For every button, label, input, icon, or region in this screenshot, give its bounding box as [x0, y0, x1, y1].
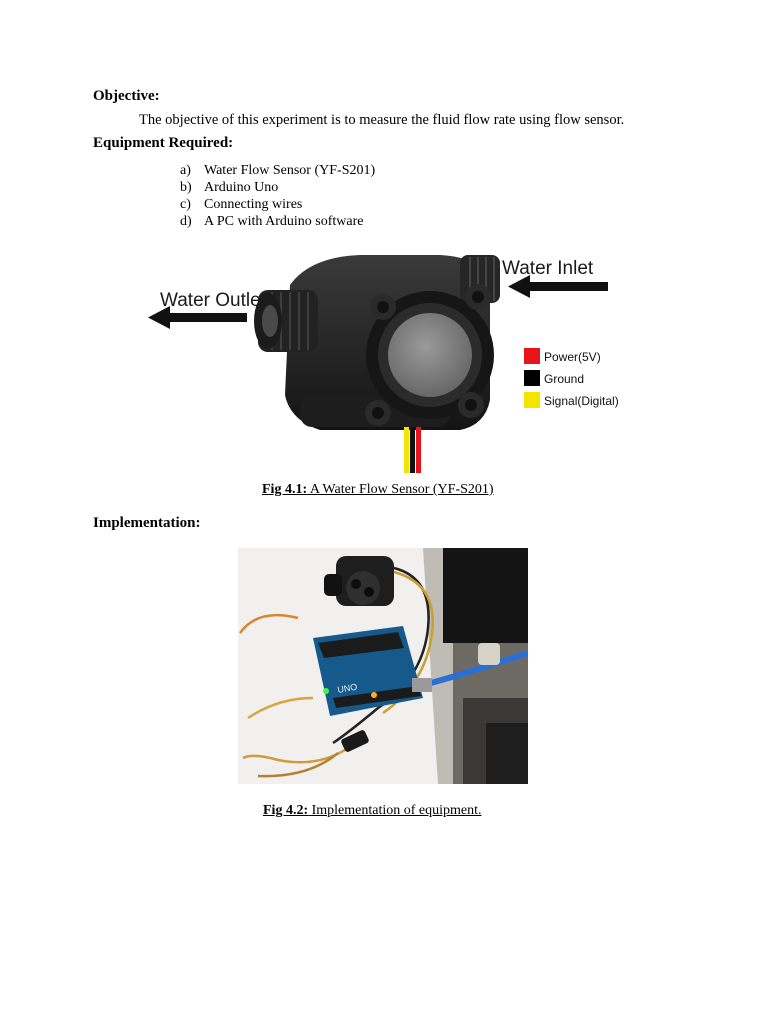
- list-item-label: A PC with Arduino software: [204, 214, 364, 229]
- list-item-label: Connecting wires: [204, 197, 303, 212]
- list-item-label: Water Flow Sensor (YF-S201): [204, 163, 376, 178]
- photo-usb-cable: [412, 643, 528, 692]
- figure1-caption-text: A Water Flow Sensor (YF-S201): [307, 482, 494, 497]
- outlet-label: Water Outlet: [160, 290, 267, 311]
- legend-item-power: Power(5V): [524, 348, 601, 364]
- photo-arduino-board: UNO: [313, 626, 423, 716]
- objective-text: The objective of this experiment is to m…: [139, 112, 625, 128]
- list-marker: c): [180, 197, 191, 212]
- list-marker: b): [180, 180, 192, 195]
- wire-legend: Power(5V) Ground Signal(Digital): [524, 348, 619, 408]
- list-item: b) Arduino Uno: [180, 179, 375, 196]
- sensor-wires: [404, 427, 421, 473]
- sensor-body: [254, 255, 500, 430]
- figure2-caption-prefix: Fig 4.2:: [263, 803, 309, 818]
- legend-label: Ground: [544, 372, 584, 386]
- implementation-heading: Implementation:: [93, 515, 201, 531]
- figure2-caption: Fig 4.2: Implementation of equipment.: [263, 803, 482, 819]
- figure1-caption-prefix: Fig 4.1:: [262, 482, 308, 497]
- legend-swatch: [524, 348, 540, 364]
- list-marker: a): [180, 163, 191, 178]
- objective-heading: Objective:: [93, 88, 160, 104]
- outlet-arrow: [148, 306, 247, 329]
- legend-swatch: [524, 370, 540, 386]
- figure2-caption-text: Implementation of equipment.: [308, 803, 482, 818]
- inlet-label: Water Inlet: [502, 258, 594, 279]
- flow-sensor-figure: Water Outlet Water Inlet: [148, 255, 619, 473]
- implementation-photo: UNO: [238, 548, 528, 784]
- list-item: d) A PC with Arduino software: [180, 213, 375, 230]
- photo-board-label: UNO: [337, 682, 358, 695]
- figure1-caption: Fig 4.1: A Water Flow Sensor (YF-S201): [262, 482, 494, 498]
- legend-label: Signal(Digital): [544, 394, 619, 408]
- equipment-heading: Equipment Required:: [93, 135, 234, 151]
- list-item-label: Arduino Uno: [204, 180, 279, 195]
- legend-item-ground: Ground: [524, 370, 584, 386]
- equipment-list: a) Water Flow Sensor (YF-S201) b) Arduin…: [180, 162, 375, 230]
- legend-swatch: [524, 392, 540, 408]
- legend-item-signal: Signal(Digital): [524, 392, 619, 408]
- list-item: c) Connecting wires: [180, 196, 375, 213]
- list-marker: d): [180, 214, 192, 229]
- photo-connector: [341, 730, 369, 752]
- legend-label: Power(5V): [544, 350, 601, 364]
- inlet-arrow: [508, 275, 608, 298]
- list-item: a) Water Flow Sensor (YF-S201): [180, 162, 375, 179]
- photo-flow-sensor: [324, 556, 394, 606]
